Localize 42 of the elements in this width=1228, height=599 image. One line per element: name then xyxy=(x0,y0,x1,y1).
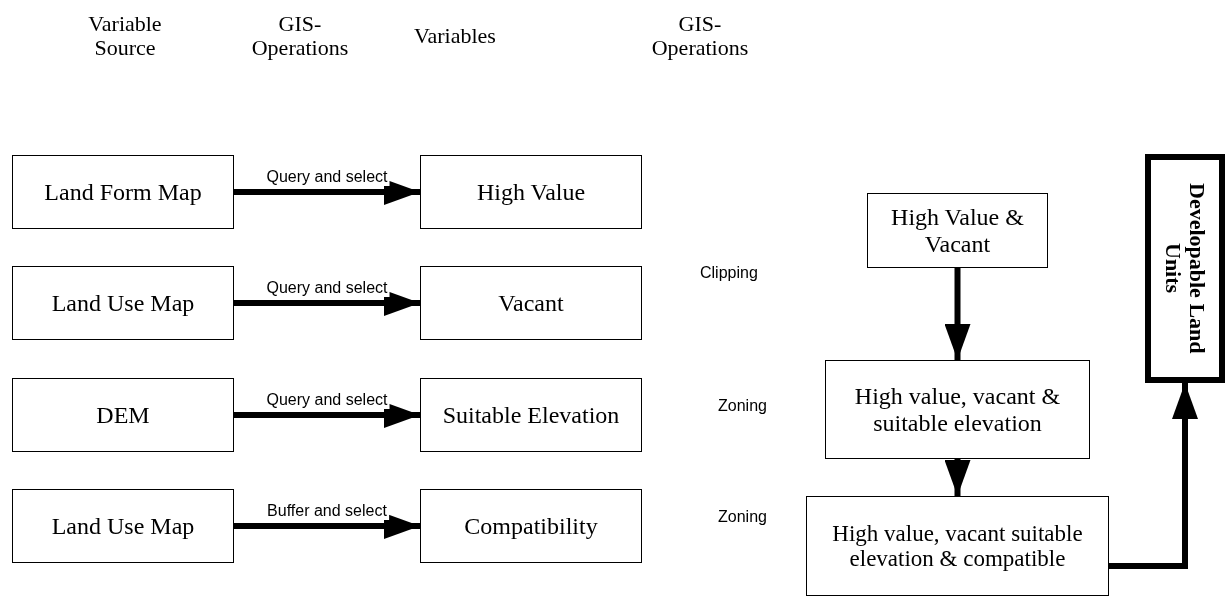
process-box xyxy=(825,360,1090,459)
box-text: High value, vacant suitable elevation & compatible xyxy=(831,520,1084,572)
process-box xyxy=(806,496,1109,596)
box-text: Compatibility xyxy=(464,512,598,540)
box-text: Land Use Map xyxy=(51,512,195,540)
arrow xyxy=(944,268,971,360)
box-text: DEM xyxy=(96,401,150,429)
operation-label: Zoning xyxy=(718,508,767,526)
process-box xyxy=(12,489,234,563)
operation-label: Clipping xyxy=(700,264,758,282)
column-heading: Variables xyxy=(413,24,497,49)
box-text: Suitable Elevation xyxy=(442,401,620,429)
column-heading: GIS-Operations xyxy=(650,12,750,61)
process-box xyxy=(420,489,642,563)
process-box xyxy=(12,266,234,340)
box-text: High value, vacant & suitable elevation xyxy=(853,383,1062,436)
arrow xyxy=(234,402,420,428)
arrow xyxy=(234,513,420,539)
process-box xyxy=(12,155,234,229)
process-box xyxy=(1145,154,1225,383)
process-box xyxy=(420,266,642,340)
box-text: High Value xyxy=(476,178,586,206)
box-text: Vacant xyxy=(498,289,564,317)
edge-label: Buffer and select xyxy=(265,502,389,520)
process-box xyxy=(867,193,1048,268)
box-text: High Value & Vacant xyxy=(890,204,1025,257)
column-heading: Variable Source xyxy=(87,12,163,61)
process-box xyxy=(12,378,234,452)
edge-label: Query and select xyxy=(264,279,390,297)
process-box xyxy=(420,155,642,229)
arrow xyxy=(1109,383,1198,569)
process-box xyxy=(420,378,642,452)
edge-label: Query and select xyxy=(264,168,390,186)
operation-label: Zoning xyxy=(718,397,767,415)
box-text: Land Form Map xyxy=(44,178,202,206)
box-text: Developable Land Units xyxy=(1160,182,1210,356)
arrow xyxy=(234,179,420,205)
column-heading: GIS-Operations xyxy=(250,12,350,61)
edge-label: Query and select xyxy=(264,391,390,409)
arrow xyxy=(234,290,420,316)
arrow xyxy=(944,459,971,496)
box-text: Land Use Map xyxy=(51,289,195,317)
